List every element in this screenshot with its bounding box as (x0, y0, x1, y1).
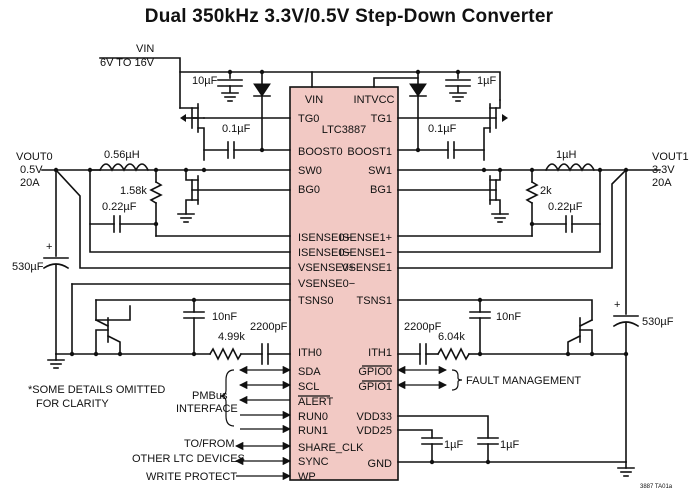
intvcc-capacitor-1uf (445, 71, 471, 102)
vout0-label: VOUT0 (16, 151, 53, 163)
pin-wp: WP (298, 471, 316, 483)
c-out1-label: 530µF (642, 316, 674, 328)
pin-vdd25: VDD25 (357, 425, 392, 437)
pin-isense0-plus: ISENSE0+ (298, 232, 351, 244)
r-ith1-label: 6.04k (438, 331, 465, 343)
pin-tsns0: TSNS0 (298, 295, 333, 307)
bottom-mosfet-right (397, 169, 509, 223)
pmbus-label: PMBus (192, 390, 228, 402)
figure-code: 3887 TA01a (640, 484, 673, 490)
inductor-l0 (98, 163, 150, 172)
top-mosfet-left (179, 103, 205, 161)
pin-gpio0: GPIO0 (358, 366, 392, 378)
ic-body (289, 86, 399, 481)
l0-label: 0.56µH (104, 149, 140, 161)
interface-label: INTERFACE (176, 403, 238, 415)
pin-ith1: ITH1 (368, 347, 392, 359)
vout1-voltage: 3.3V (652, 164, 675, 176)
c-boost1-label: 0.1µF (428, 123, 457, 135)
pin-tsns1: TSNS1 (357, 295, 392, 307)
write-protect-label: WRITE PROTECT (146, 471, 237, 483)
pin-sda: SDA (298, 366, 321, 378)
c-tsns1-label: 10nF (496, 311, 521, 323)
tsns1-transistor (567, 317, 594, 355)
pin-tg0: TG0 (298, 113, 319, 125)
vin-rail (99, 57, 501, 109)
pin-alert: ALERT (298, 396, 334, 408)
c-tsns0-label: 10nF (212, 311, 237, 323)
r-dcr0-label: 1.58k (120, 185, 147, 197)
c-in1-label: 1µF (477, 75, 496, 87)
r-ith0-label: 4.99k (218, 331, 245, 343)
output-capacitor-left: + (42, 169, 70, 355)
c-in0-label: 10µF (192, 75, 218, 87)
r-dcr1-label: 2k (540, 185, 552, 197)
pin-run1: RUN1 (298, 425, 328, 437)
input-capacitor-10uf (217, 71, 243, 102)
pin-sync: SYNC (298, 456, 329, 468)
pin-sw1: SW1 (368, 165, 392, 177)
vout0-voltage: 0.5V (20, 164, 43, 176)
pin-run0: RUN0 (298, 411, 328, 423)
vdd-capacitors (397, 415, 635, 477)
pin-boost0: BOOST0 (298, 146, 343, 158)
c-ith1-label: 2200pF (404, 321, 442, 333)
pin-isense1-minus: ISENSE1− (339, 247, 392, 259)
l1-label: 1µH (556, 149, 576, 161)
pin-vsense1: VSENSE1 (341, 262, 392, 274)
tsns0-transistor (94, 317, 121, 355)
c-dcr0-label: 0.22µF (102, 201, 137, 213)
c-dcr1-label: 0.22µF (548, 201, 583, 213)
pin-share-clk: SHARE_CLK (298, 442, 364, 454)
c-out0-label: 530µF (12, 261, 44, 273)
other-ltc-label: OTHER LTC DEVICES (132, 453, 245, 465)
pmbus-arrows (219, 365, 292, 434)
vout1-current: 20A (652, 177, 672, 189)
boost-diode-left (253, 71, 271, 151)
fault-arrows (396, 365, 463, 391)
c-ith0-label: 2200pF (250, 321, 288, 333)
vout0-current: 20A (20, 177, 40, 189)
pin-ith0: ITH0 (298, 347, 322, 359)
pin-isense0-minus: ISENSE0− (298, 247, 351, 259)
vout1-label: VOUT1 (652, 151, 689, 163)
bottom-mosfet-left (177, 169, 291, 223)
pin-bg0: BG0 (298, 184, 320, 196)
output-capacitor-right: + (612, 169, 640, 463)
pin-sw0: SW0 (298, 165, 322, 177)
pin-boost1: BOOST1 (347, 146, 392, 158)
vin-range: 6V TO 16V (100, 57, 155, 69)
pin-gnd: GND (368, 458, 393, 470)
note-line-2: FOR CLARITY (36, 398, 109, 410)
pin-gpio1: GPIO1 (358, 381, 392, 393)
pin-isense1-plus: ISENSE1+ (339, 232, 392, 244)
svg-text:+: + (46, 241, 52, 253)
pin-vsense0-plus: VSENSE0+ (298, 262, 355, 274)
ic-part-number: LTC3887 (322, 124, 366, 136)
pin-tg1: TG1 (371, 113, 392, 125)
note-line-1: *SOME DETAILS OMITTED (28, 384, 165, 396)
c-boost0-label: 0.1µF (222, 123, 251, 135)
svg-text:+: + (614, 299, 620, 311)
inductor-l1 (544, 163, 596, 172)
vin-label: VIN (136, 43, 154, 55)
pin-vdd33: VDD33 (357, 411, 392, 423)
share-clk-arrows (234, 441, 292, 481)
pin-vin: VIN (305, 94, 323, 106)
pin-scl: SCL (298, 381, 319, 393)
pin-intvcc: INTVCC (354, 94, 395, 106)
diagram-title: Dual 350kHz 3.3V/0.5V Step-Down Converte… (144, 6, 554, 27)
fault-label: FAULT MANAGEMENT (466, 375, 581, 387)
top-mosfet-right (483, 99, 508, 161)
pin-vsense0-minus: VSENSE0− (298, 278, 355, 290)
boost-diode-right (409, 71, 427, 151)
c-vdd33-label: 1µF (444, 439, 463, 451)
c-vdd25-label: 1µF (500, 439, 519, 451)
to-from-label: TO/FROM (184, 438, 235, 450)
pin-bg1: BG1 (370, 184, 392, 196)
